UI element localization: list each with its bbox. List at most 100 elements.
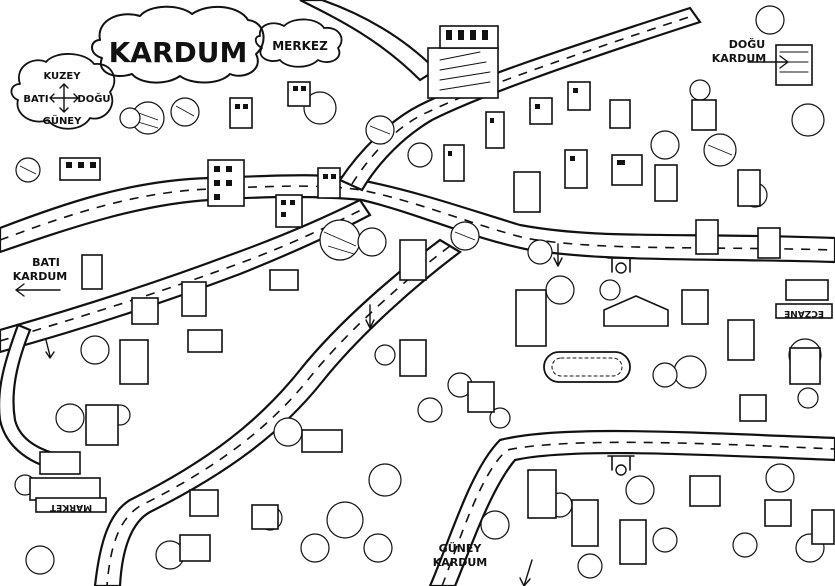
tree-icon (407, 142, 433, 168)
tree-icon (625, 475, 655, 505)
building-icon (189, 489, 219, 517)
pharmacy-sign[interactable]: ECZANE (775, 279, 833, 319)
direction-arrow-icon (553, 243, 563, 267)
building-icon (187, 329, 223, 353)
direction-arrow-icon (747, 55, 789, 69)
building-icon (467, 381, 495, 413)
tree-icon (365, 115, 395, 145)
building-icon (81, 254, 103, 290)
market-sign[interactable]: MARKET (29, 451, 107, 513)
direction-arrow-icon (365, 304, 375, 329)
building-icon (737, 169, 761, 207)
building-icon (131, 297, 159, 325)
building-icon (739, 394, 767, 422)
building-icon (485, 111, 505, 149)
tree-icon (652, 527, 678, 553)
road-west-lane[interactable] (0, 323, 64, 472)
tree-icon (319, 219, 361, 261)
tree-icon (689, 79, 711, 101)
map-title: KARDUM (109, 36, 248, 69)
tree-icon (15, 157, 41, 183)
building-icon (775, 44, 813, 86)
center-badge-cloud: MERKEZ (254, 18, 343, 68)
tree-icon (797, 387, 819, 409)
direction-arrow-icon (15, 283, 61, 297)
swing-icon (607, 455, 635, 476)
direction-arrow-icon (45, 339, 55, 359)
building-icon (399, 339, 427, 377)
building-icon (619, 519, 647, 565)
tree-icon (170, 97, 200, 127)
building-icon (695, 219, 719, 255)
direction-arrow-icons (15, 55, 789, 586)
building-icon (85, 404, 119, 446)
building-icon (727, 319, 755, 361)
tree-icon (765, 463, 795, 493)
buildings (59, 25, 835, 565)
exit-east-line1: DOĞU (729, 38, 765, 51)
tree-icon (673, 355, 707, 389)
building-icon (229, 97, 253, 129)
tree-icon (273, 417, 303, 447)
tree-icon (732, 532, 758, 558)
exit-south-line2: KARDUM (433, 556, 488, 569)
exit-west-line1: BATI (32, 256, 60, 269)
tree-icon (374, 344, 396, 366)
tree-icon (25, 545, 55, 575)
compass-west: BATI (23, 94, 48, 105)
tree-icon (650, 130, 680, 160)
tree-icon (326, 501, 364, 539)
title-cloud: KARDUM (91, 5, 265, 84)
building-icon (757, 227, 781, 259)
building-icon (443, 144, 465, 182)
building-icon (681, 289, 709, 325)
building-icon (181, 281, 207, 317)
tree-icon (791, 103, 825, 137)
building-icon (207, 159, 245, 207)
tree-icon (703, 133, 737, 167)
exit-east-line2: KARDUM (712, 52, 767, 65)
tree-icon (527, 239, 553, 265)
building-icon (527, 469, 557, 519)
road-north-east[interactable] (338, 6, 702, 192)
building-icon (564, 149, 588, 189)
center-badge: MERKEZ (272, 39, 328, 53)
tree-icon (357, 227, 387, 257)
tree-icon (303, 91, 337, 125)
road-south[interactable] (428, 429, 835, 586)
tree-icon (755, 5, 785, 35)
tree-icon (599, 279, 621, 301)
exit-south-line1: GÜNEY (439, 541, 483, 555)
building-icon (609, 99, 631, 129)
building-icon (179, 534, 211, 562)
building-icon (399, 239, 427, 281)
building-icon[interactable] (427, 25, 499, 99)
building-icon (567, 81, 591, 111)
building-icon (611, 154, 643, 186)
running-track-icon[interactable] (543, 351, 631, 383)
building-icon (789, 347, 821, 385)
tree-icon (368, 463, 402, 497)
building-icon (654, 164, 678, 202)
tree-icon (545, 275, 575, 305)
tree-icon (652, 362, 678, 388)
building-icon (811, 509, 835, 545)
building-icon (59, 157, 101, 181)
building-icon (529, 97, 553, 125)
direction-arrow-icon (519, 559, 533, 586)
tree-icon (489, 407, 511, 429)
building-icon (603, 295, 669, 327)
tree-icon (577, 553, 603, 579)
compass: KUZEY BATI DOĞU GÜNEY (10, 53, 116, 130)
tree-icon (55, 403, 85, 433)
building-icon (287, 81, 311, 107)
tree-icon (417, 397, 443, 423)
tree-icon (480, 510, 510, 540)
tree-icon (80, 335, 110, 365)
pharmacy-sign-label: ECZANE (784, 308, 824, 318)
building-icon (571, 499, 599, 547)
building-icon (301, 429, 343, 453)
compass-east: DOĞU (77, 92, 110, 105)
building-icon (515, 289, 547, 347)
